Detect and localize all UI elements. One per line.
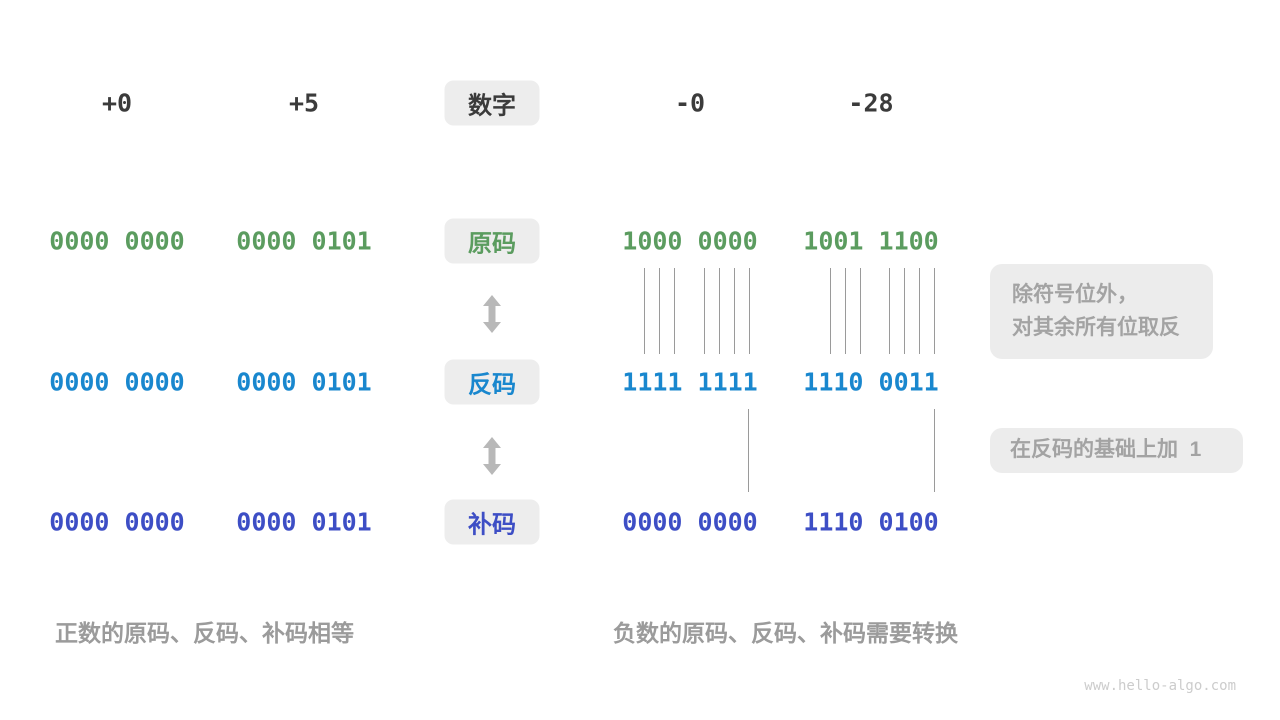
watermark-url: www.hello-algo.com xyxy=(1084,678,1236,694)
twos-complement-value: 0000 0000 xyxy=(49,507,185,537)
twos-complement-value: 1110 0100 xyxy=(803,507,939,537)
twos-complement-value: 0000 0101 xyxy=(236,507,372,537)
bit-connector-line xyxy=(889,268,890,354)
annotation-add-one: 在反码的基础上加 1 xyxy=(990,428,1243,473)
bit-connector-line xyxy=(934,268,935,354)
add-one-connector-line xyxy=(934,409,935,492)
caption-negative-numbers: 负数的原码、反码、补码需要转换 xyxy=(613,620,958,646)
annotation-add-one-text: 在反码的基础上加 1 xyxy=(1010,438,1202,462)
tag-ones-complement: 反码 xyxy=(444,359,540,405)
bit-connector-line xyxy=(830,268,831,354)
bit-connector-line xyxy=(845,268,846,354)
decimal-value: -28 xyxy=(848,88,894,118)
tag-sign-magnitude: 原码 xyxy=(444,218,540,264)
bit-connector-line xyxy=(704,268,705,354)
sign-magnitude-value: 0000 0000 xyxy=(49,226,185,256)
bit-connector-line xyxy=(659,268,660,354)
sign-magnitude-value: 1001 1100 xyxy=(803,226,939,256)
bit-connector-line xyxy=(644,268,645,354)
bit-connector-line xyxy=(919,268,920,354)
up-down-arrow-icon xyxy=(481,295,503,333)
sign-magnitude-value: 0000 0101 xyxy=(236,226,372,256)
up-down-arrow-icon xyxy=(481,437,503,475)
sign-magnitude-value: 1000 0000 xyxy=(622,226,758,256)
tag-number: 数字 xyxy=(444,80,540,126)
annotation-invert-line2: 对其余所有位取反 xyxy=(1012,315,1180,339)
bit-connector-line xyxy=(860,268,861,354)
tag-twos-complement: 补码 xyxy=(444,499,540,545)
bit-connector-line xyxy=(719,268,720,354)
decimal-value: +5 xyxy=(288,88,320,118)
bit-connector-line xyxy=(749,268,750,354)
twos-complement-value: 0000 0000 xyxy=(622,507,758,537)
ones-complement-value: 0000 0000 xyxy=(49,367,185,397)
ones-complement-value: 1110 0011 xyxy=(803,367,939,397)
ones-complement-value: 1111 1111 xyxy=(622,367,758,397)
bit-connector-line xyxy=(734,268,735,354)
decimal-value: +0 xyxy=(101,88,133,118)
ones-complement-value: 0000 0101 xyxy=(236,367,372,397)
bit-connector-line xyxy=(904,268,905,354)
decimal-value: -0 xyxy=(674,88,706,118)
caption-positive-numbers: 正数的原码、反码、补码相等 xyxy=(55,620,354,646)
add-one-connector-line xyxy=(748,409,749,492)
annotation-invert-bits: 除符号位外， 对其余所有位取反 xyxy=(990,264,1213,359)
annotation-invert-line1: 除符号位外， xyxy=(1012,282,1138,306)
bit-connector-line xyxy=(674,268,675,354)
